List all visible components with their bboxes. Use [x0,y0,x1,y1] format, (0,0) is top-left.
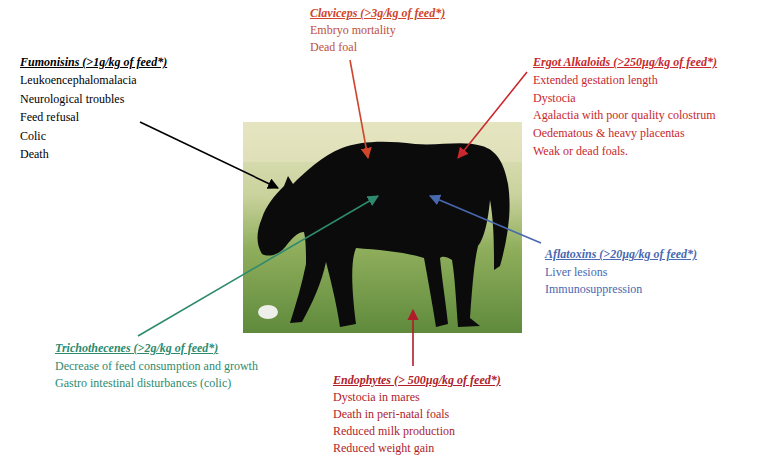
toxin-heading: Ergot Alkaloids (>250µg/kg of feed*) [533,55,717,69]
effect-text: Leukoencephalomalacia [20,73,137,87]
effect-text: Immunosuppression [545,282,642,296]
effect-text: Oedematous & heavy placentas [533,126,685,140]
effect-text: Reduced milk production [333,424,455,438]
effect-text: Dystocia in mares [333,390,420,404]
leader-lines [138,60,541,366]
toxin-heading: Trichothecenes (>2g/kg of feed*) [55,341,218,355]
leader-line [430,196,541,243]
leader-line [138,196,378,336]
photo-ground [243,122,522,333]
effect-text: Death [20,147,49,161]
effect-text: Gastro intestinal disturbances (colic) [55,376,231,390]
horse-silhouette [258,142,510,327]
effect-text: Reduced weight gain [333,441,434,455]
effect-text: Dystocia [533,91,576,105]
leader-line [350,60,368,158]
effect-text: Decrease of feed consumption and growth [55,359,258,373]
toxin-heading: Fumonisins (>1g/kg of feed*) [20,55,167,69]
leader-line [458,72,527,158]
effect-text: Feed refusal [20,110,79,124]
effect-text: Extended gestation length [533,73,658,87]
effect-text: Colic [20,129,46,143]
effect-text: Agalactia with poor quality colostrum [533,108,716,122]
leader-line [140,122,278,188]
effect-text: Weak or dead foals. [533,144,628,158]
leader-line [412,310,414,366]
effect-text: Neurological troubles [20,92,124,106]
toxin-heading: Claviceps (>3g/kg of feed*) [310,6,445,20]
photo-object [258,305,278,319]
horse-photo [243,122,522,333]
effect-text: Dead foal [310,40,357,54]
toxin-heading: Endophytes (> 500µg/kg of feed*) [333,373,501,387]
toxin-heading: Aflatoxins (>20µg/kg of feed*) [545,247,697,261]
effect-text: Embryo mortality [310,23,396,37]
effect-text: Liver lesions [545,265,607,279]
effect-text: Death in peri-natal foals [333,407,449,421]
